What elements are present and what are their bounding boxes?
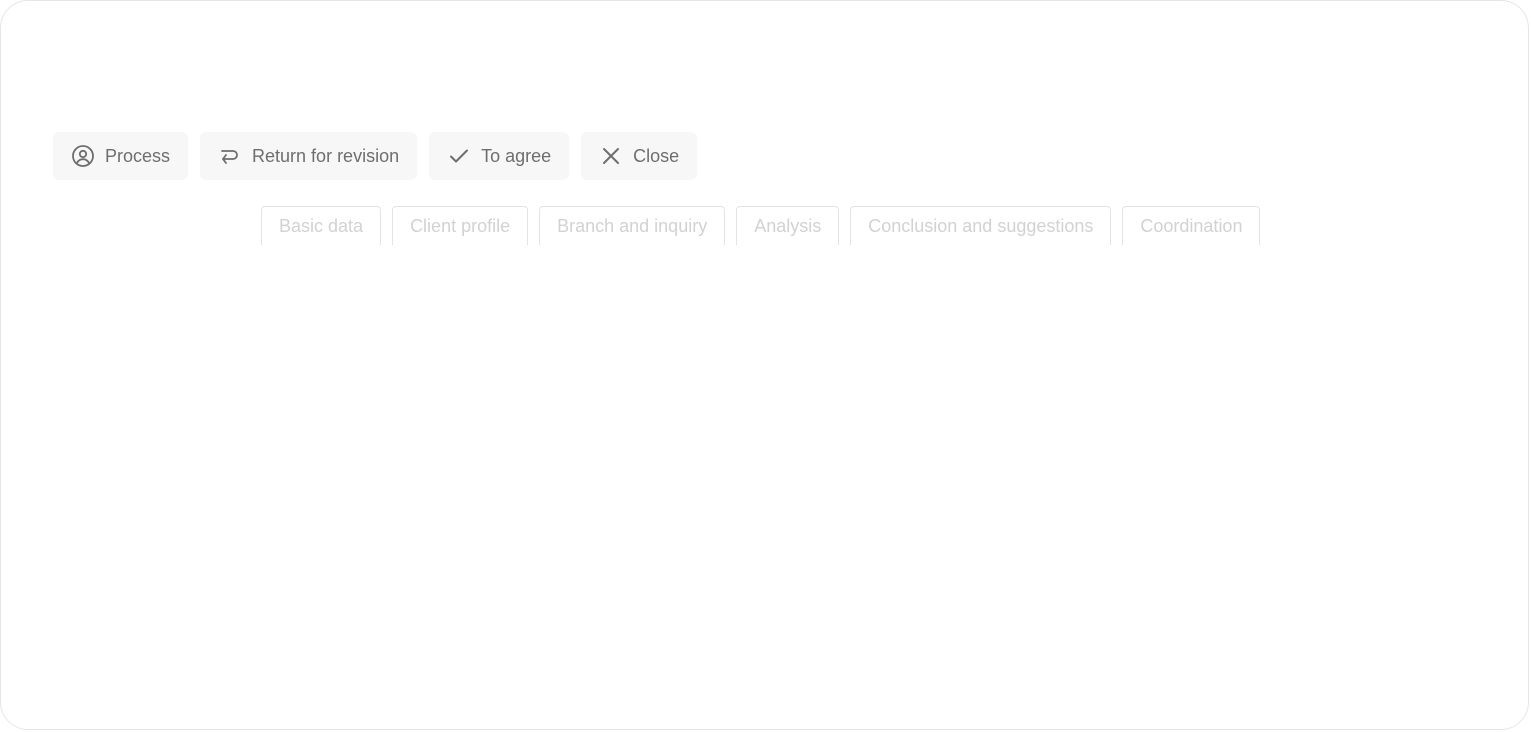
return-arrow-icon (218, 144, 242, 168)
close-button[interactable]: Close (581, 132, 698, 180)
tab-analysis[interactable]: Analysis (736, 206, 840, 245)
section-tabs: Basic data Client profile Branch and inq… (261, 206, 1261, 245)
return-for-revision-label: Return for revision (252, 145, 400, 166)
close-label: Close (633, 145, 680, 166)
user-circle-icon (71, 144, 95, 168)
process-button-label: Process (105, 145, 171, 166)
action-toolbar: Process Return for revision To agree (53, 132, 698, 180)
to-agree-label: To agree (481, 145, 552, 166)
tab-conclusion-and-suggestions[interactable]: Conclusion and suggestions (850, 206, 1112, 245)
process-button[interactable]: Process (53, 132, 189, 180)
tab-coordination[interactable]: Coordination (1122, 206, 1261, 245)
tab-client-profile[interactable]: Client profile (392, 206, 529, 245)
close-icon (599, 144, 623, 168)
tab-branch-and-inquiry[interactable]: Branch and inquiry (539, 206, 726, 245)
tab-basic-data[interactable]: Basic data (261, 206, 382, 245)
check-icon (447, 144, 471, 168)
to-agree-button[interactable]: To agree (429, 132, 570, 180)
return-for-revision-button[interactable]: Return for revision (200, 132, 418, 180)
